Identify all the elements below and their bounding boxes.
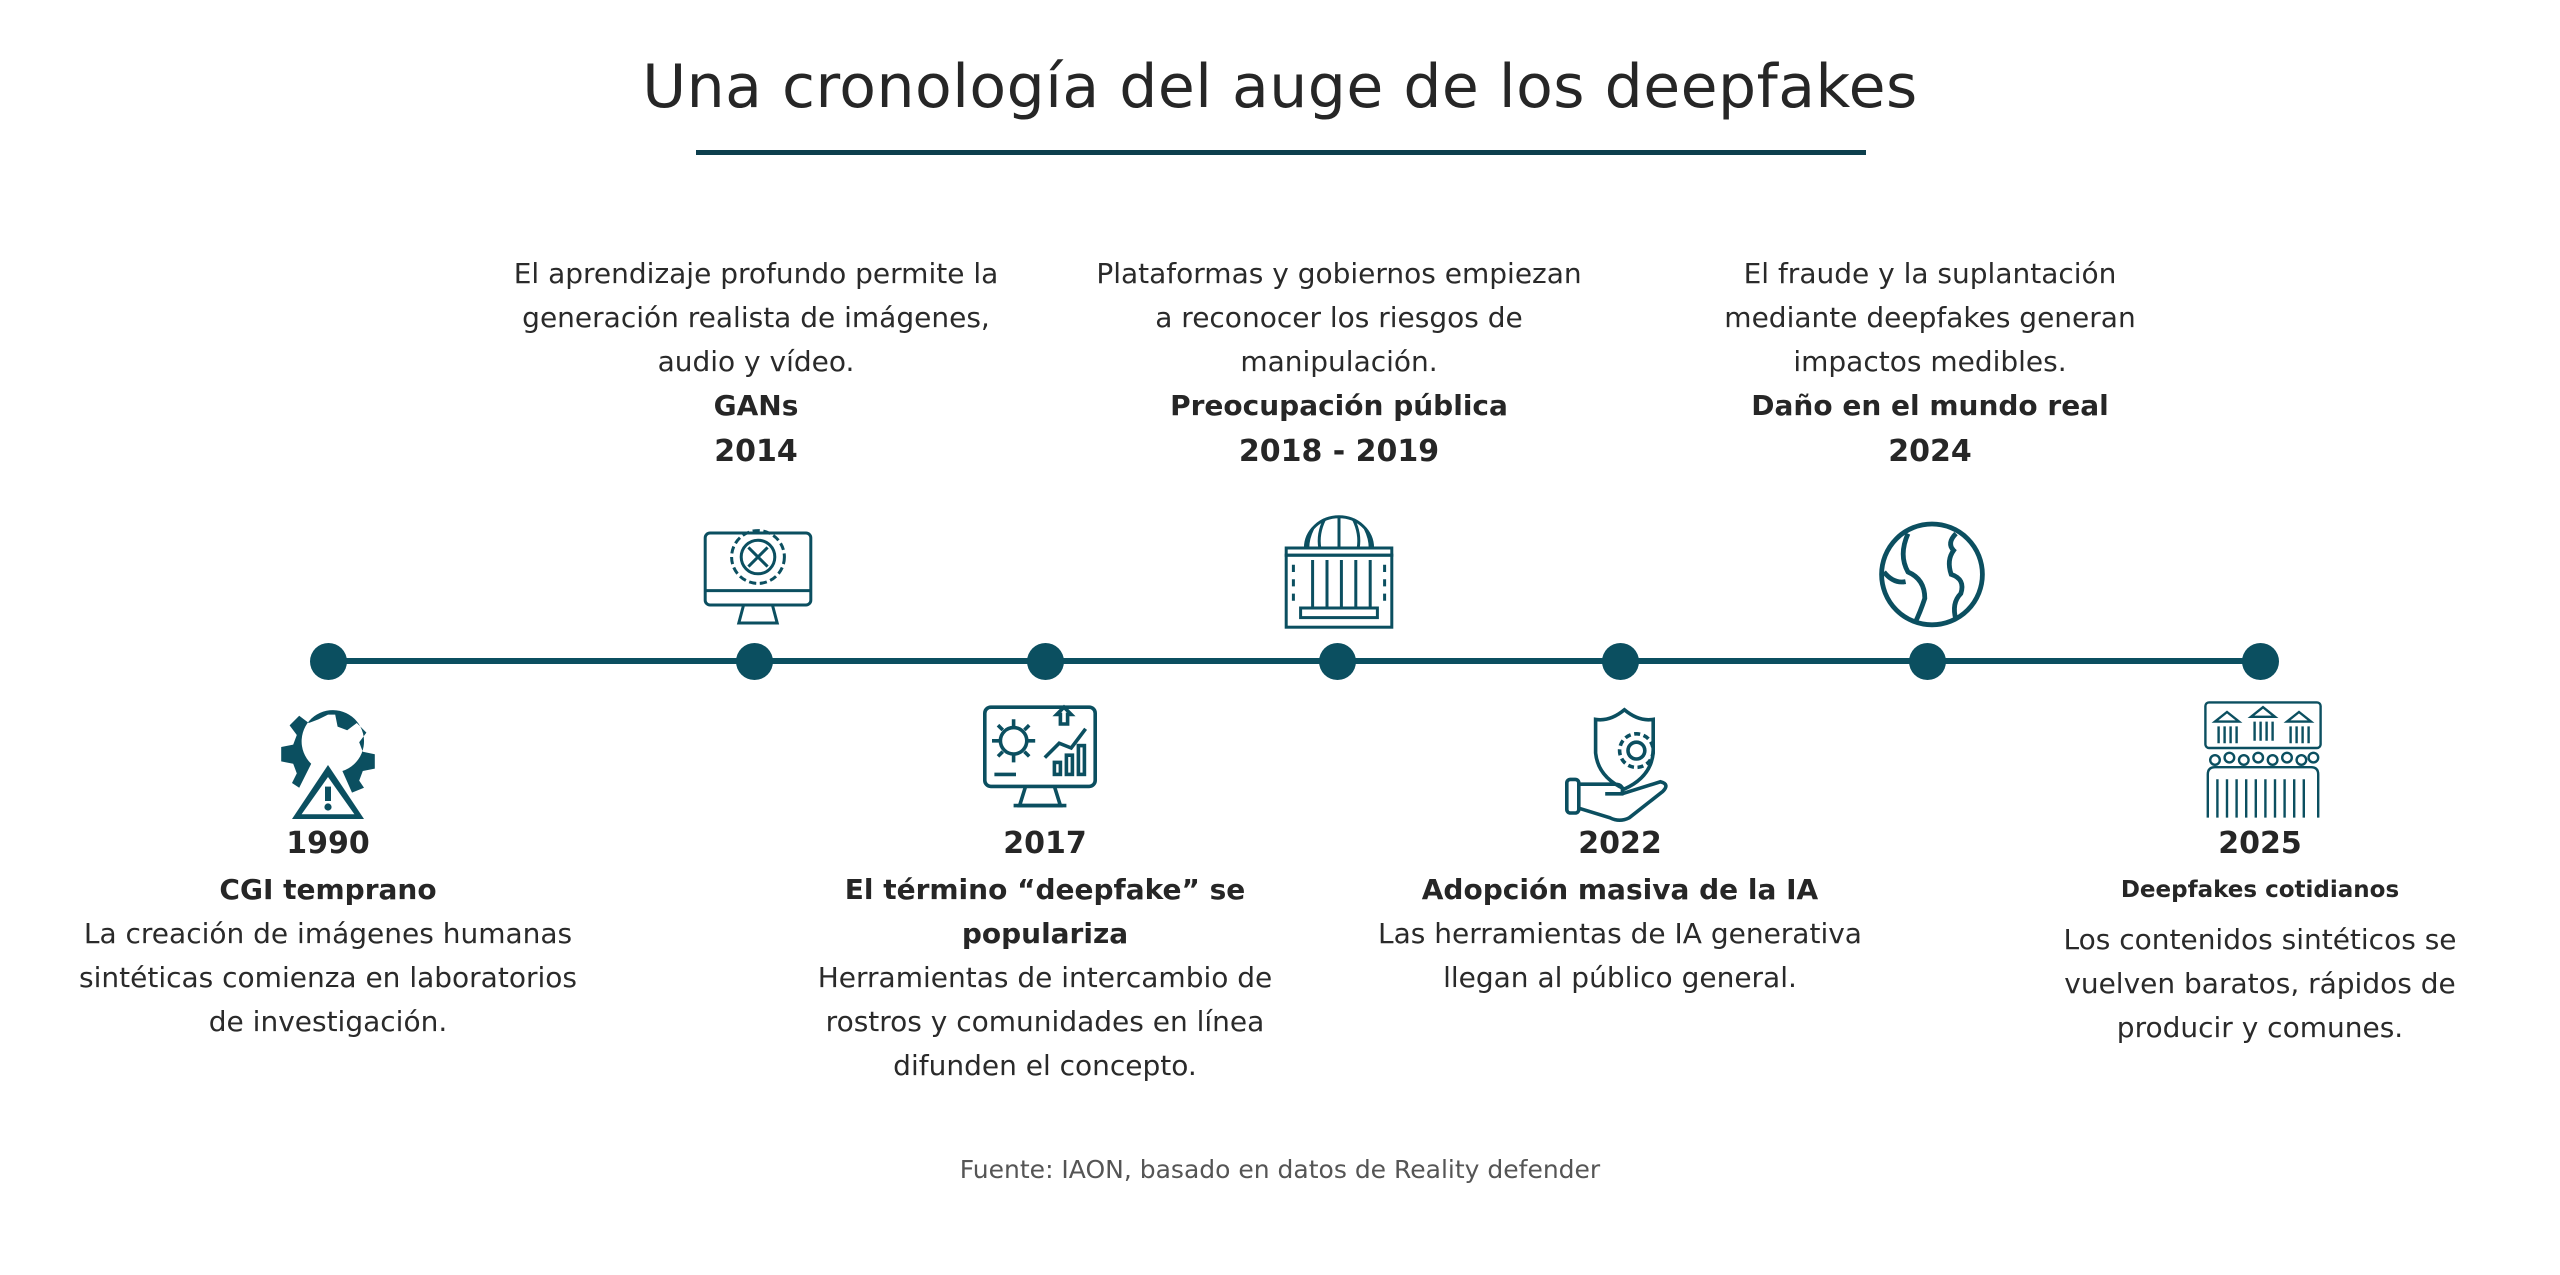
timeline-dot-2017 [1027,643,1064,680]
event-description-line: producir y comunes. [2116,1011,2404,1044]
event-description-line: difunden el concepto. [893,1049,1197,1082]
event-heading: CGI temprano [219,873,437,906]
event-heading: Adopción masiva de la IA [1421,873,1819,906]
event-description-line: audio y vídeo. [657,345,855,378]
event-description-line: El fraude y la suplantación [1743,257,2117,290]
event-year: 2014 [714,434,798,469]
hand-shield-gear-icon [1562,705,1682,825]
gear-warning-icon [268,705,388,825]
government-building-icon [1279,512,1399,632]
timeline-dot-2024 [1909,643,1946,680]
timeline-dot-2014 [736,643,773,680]
event-description-line: impactos medibles. [1793,345,2067,378]
event-year: 2025 [2218,826,2302,861]
timeline-dot-1990 [310,643,347,680]
timeline-line [328,658,2260,664]
event-2022: 2022 Adopción masiva de la IA Las herram… [1360,820,1880,1000]
event-2014: El aprendizaje profundo permite la gener… [496,252,1016,476]
event-description-line: de investigación. [208,1005,448,1038]
timeline-dot-2025 [2242,643,2279,680]
event-2025: 2025 Deepfakes cotidianos Los contenidos… [2000,820,2520,1050]
event-description-line: Las herramientas de IA generativa [1378,917,1862,950]
event-2024: El fraude y la suplantación mediante dee… [1670,252,2190,476]
event-description-line: Los contenidos sintéticos se [2063,923,2457,956]
page-title: Una cronología del auge de los deepfakes [642,52,1918,122]
event-heading: Deepfakes cotidianos [2120,877,2400,903]
event-heading-line: populariza [961,917,1129,950]
globe-icon [1872,512,1992,632]
event-year: 2017 [1003,826,1087,861]
event-heading-line: El término “deepfake” se [844,873,1246,906]
event-description-line: sintéticas comienza en laboratorios [79,961,577,994]
title-underline [696,150,1866,155]
event-year: 1990 [286,826,370,861]
event-description-line: llegan al público general. [1443,961,1797,994]
monitor-gear-icon [698,515,818,635]
event-description-line: mediante deepfakes generan [1724,301,2136,334]
event-description-line: Plataformas y gobiernos empiezan [1096,257,1582,290]
event-description-line: generación realista de imágenes, [522,301,990,334]
event-description-line: vuelven baratos, rápidos de [2064,967,2456,1000]
event-description-line: Herramientas de intercambio de [817,961,1273,994]
timeline-dot-2018 [1319,643,1356,680]
event-2017: 2017 El término “deepfake” se populariza… [785,820,1305,1088]
event-description-line: manipulación. [1240,345,1438,378]
event-heading: Preocupación pública [1170,389,1508,422]
event-heading: Daño en el mundo real [1751,389,2109,422]
event-2018-2019: Plataformas y gobiernos empiezan a recon… [1079,252,1599,476]
event-year: 2018 - 2019 [1238,434,1440,469]
event-year: 2024 [1888,434,1972,469]
event-description-line: El aprendizaje profundo permite la [513,257,999,290]
event-1990: 1990 CGI temprano La creación de imágene… [68,820,588,1044]
event-year: 2022 [1578,826,1662,861]
crowd-institutions-icon [2203,700,2323,820]
event-description-line: a reconocer los riesgos de [1155,301,1523,334]
monitor-virus-chart-icon [980,700,1100,820]
source-note: Fuente: IAON, basado en datos de Reality… [959,1155,1601,1184]
event-description-line: rostros y comunidades en línea [825,1005,1265,1038]
event-description-line: La creación de imágenes humanas [83,917,573,950]
event-heading: GANs [713,389,799,422]
timeline-dot-2022 [1602,643,1639,680]
